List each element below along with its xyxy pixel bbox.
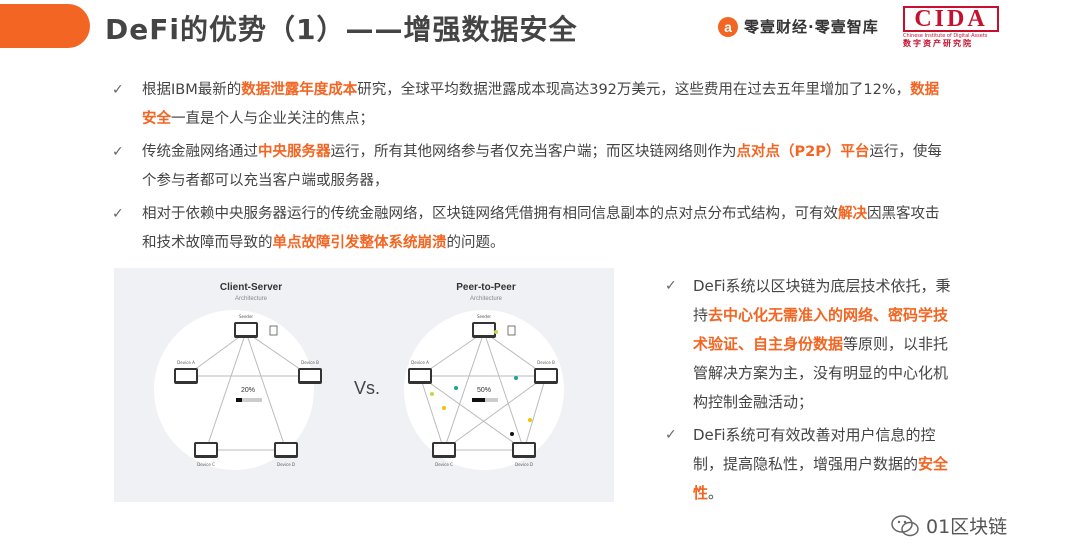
body-text: 研究，全球平均数据泄露成本现高达392万美元，这些费用在过去五年里增加了12%，: [357, 82, 911, 98]
bullet-item: ✓ 传统金融网络通过中央服务器运行，所有其他网络参与者仅充当客户端；而区块链网络则…: [112, 138, 952, 196]
edge: [205, 331, 247, 451]
body-text: 相对于依赖中央服务器运行的传统金融网络，区块链网络凭借拥有相同信息副本的点对点分…: [142, 206, 838, 222]
wechat-watermark: 01区块链: [890, 512, 1007, 539]
progress-fill: [472, 398, 485, 402]
highlight-text: 解决: [838, 206, 867, 222]
client-server-circle: [154, 310, 314, 470]
highlight-text: 数据安全: [142, 82, 940, 127]
architecture-diagram: Client-Server Architecture Seeder Device…: [114, 268, 614, 502]
highlight-text: 单点故障引发整体系统崩溃: [272, 235, 447, 251]
architecture-diagram-svg: Client-Server Architecture Seeder Device…: [154, 282, 564, 470]
seeder-device: Seeder: [234, 314, 278, 338]
page-title: DeFi的优势（1）——增强数据安全: [105, 13, 578, 46]
body-text: 。: [708, 484, 724, 502]
body-text: 的问题。: [446, 235, 505, 251]
bullet-item: ✓ 相对于依赖中央服务器运行的传统金融网络，区块链网络凭借拥有相同信息副本的点对点…: [112, 200, 952, 258]
right-bullet-list: ✓ DeFi系统以区块链为底层技术依托，秉持去中心化无需准入的网络、密码学技术验证…: [665, 272, 955, 512]
p2p-seeder-device: Seeder: [472, 314, 516, 338]
right-bullet-item: ✓ DeFi系统以区块链为底层技术依托，秉持去中心化无需准入的网络、密码学技术验证…: [665, 272, 955, 417]
highlight-text: 数据泄露年度成本: [241, 82, 358, 98]
brand-logo-icon: a: [718, 16, 738, 37]
node-label: Device C: [435, 462, 453, 467]
check-icon: ✓: [112, 82, 124, 98]
bullet-list: ✓ 根据IBM最新的数据泄露年度成本研究，全球平均数据泄露成本现高达392万美元，…: [112, 76, 952, 262]
body-text: 等原则，以非托管解决方案为主，没有明显的中心化机构控制金融活动；: [693, 335, 949, 411]
device-d: Device D: [274, 442, 298, 467]
file-icon: [507, 325, 516, 336]
p2p-circle: [404, 310, 564, 470]
watermark-text: 01区块链: [926, 516, 1008, 538]
progress-track: [236, 398, 262, 402]
cida-chinese-name: 数字资产研究院: [903, 39, 973, 48]
progress-fill: [236, 398, 242, 402]
p2p-device-c: Device C: [432, 442, 456, 467]
check-icon: ✓: [112, 206, 124, 222]
vs-label: Vs.: [354, 378, 380, 398]
data-packet-dots: [430, 330, 532, 436]
node-label: Device B: [537, 360, 555, 365]
body-text: 运行，使每个参与者都可以充当客户端或服务器，: [142, 144, 942, 189]
check-icon: ✓: [665, 278, 677, 294]
edge: [245, 331, 287, 451]
p2p-device-a: Device A: [408, 360, 432, 384]
brand-text: 零壹财经·零壹智库: [744, 18, 879, 36]
client-server-subtitle: Architecture: [235, 296, 268, 302]
check-icon: ✓: [112, 144, 124, 160]
p2p-device-d: Device D: [512, 442, 536, 467]
device-c: Device C: [194, 442, 218, 467]
cida-logo-mark: CIDA: [903, 6, 999, 32]
device-b: Device B: [298, 360, 322, 384]
p2p-title: Peer-to-Peer: [456, 282, 516, 293]
node-label: Device D: [277, 462, 295, 467]
body-text: 运行，所有其他网络参与者仅充当客户端；而区块链网络则作为: [330, 144, 737, 160]
highlight-text: 安全性: [693, 455, 949, 502]
body-text: 根据IBM最新的: [142, 82, 242, 98]
cida-logo: CIDA Chinese Institute of Digital Assets…: [903, 6, 999, 49]
bullet-item: ✓ 根据IBM最新的数据泄露年度成本研究，全球平均数据泄露成本现高达392万美元，…: [112, 76, 952, 134]
node-label: Device C: [197, 462, 215, 467]
node-label: Device A: [177, 360, 195, 365]
right-bullet-item: ✓ DeFi系统可有效改善对用户信息的控制，提高隐私性，增强用户数据的安全性。: [665, 421, 955, 508]
wechat-icon: [891, 514, 919, 536]
highlight-text: 中央服务器: [258, 144, 331, 160]
edge: [523, 375, 547, 451]
edge: [443, 375, 547, 451]
node-label: Seeder: [239, 314, 253, 319]
edge: [419, 375, 525, 451]
body-text: 因黑客攻击和技术故障而导致的: [142, 206, 940, 251]
body-text: 一直是个人与企业关注的焦点；: [171, 111, 374, 127]
client-server-title: Client-Server: [220, 282, 282, 293]
device-a: Device A: [174, 360, 198, 384]
node-label: Device B: [301, 360, 319, 365]
node-label: Device D: [515, 462, 533, 467]
brand-01caijing: a 零壹财经·零壹智库: [718, 16, 879, 37]
node-label: Seeder: [477, 314, 491, 319]
body-text: DeFi系统以区块链为底层技术依托，秉持: [693, 277, 951, 324]
edge: [443, 331, 485, 451]
highlight-text: 点对点（P2P）平台: [736, 144, 870, 160]
check-icon: ✓: [665, 427, 677, 443]
client-server-progress-label: 20%: [241, 387, 255, 394]
p2p-subtitle: Architecture: [470, 296, 503, 302]
highlight-text: 去中心化无需准入的网络、密码学技术验证、自主身份数据: [693, 306, 949, 353]
node-label: Device A: [411, 360, 429, 365]
body-text: DeFi系统可有效改善对用户信息的控制，提高隐私性，增强用户数据的: [693, 426, 936, 473]
cida-english-name: Chinese Institute of Digital Assets: [903, 33, 988, 39]
edge: [483, 331, 525, 451]
title-accent-tab: [0, 4, 90, 48]
edge: [419, 375, 445, 451]
body-text: 传统金融网络通过: [142, 144, 258, 160]
p2p-device-b: Device B: [534, 360, 558, 384]
p2p-progress-label: 50%: [477, 387, 491, 394]
file-icon: [269, 325, 278, 336]
